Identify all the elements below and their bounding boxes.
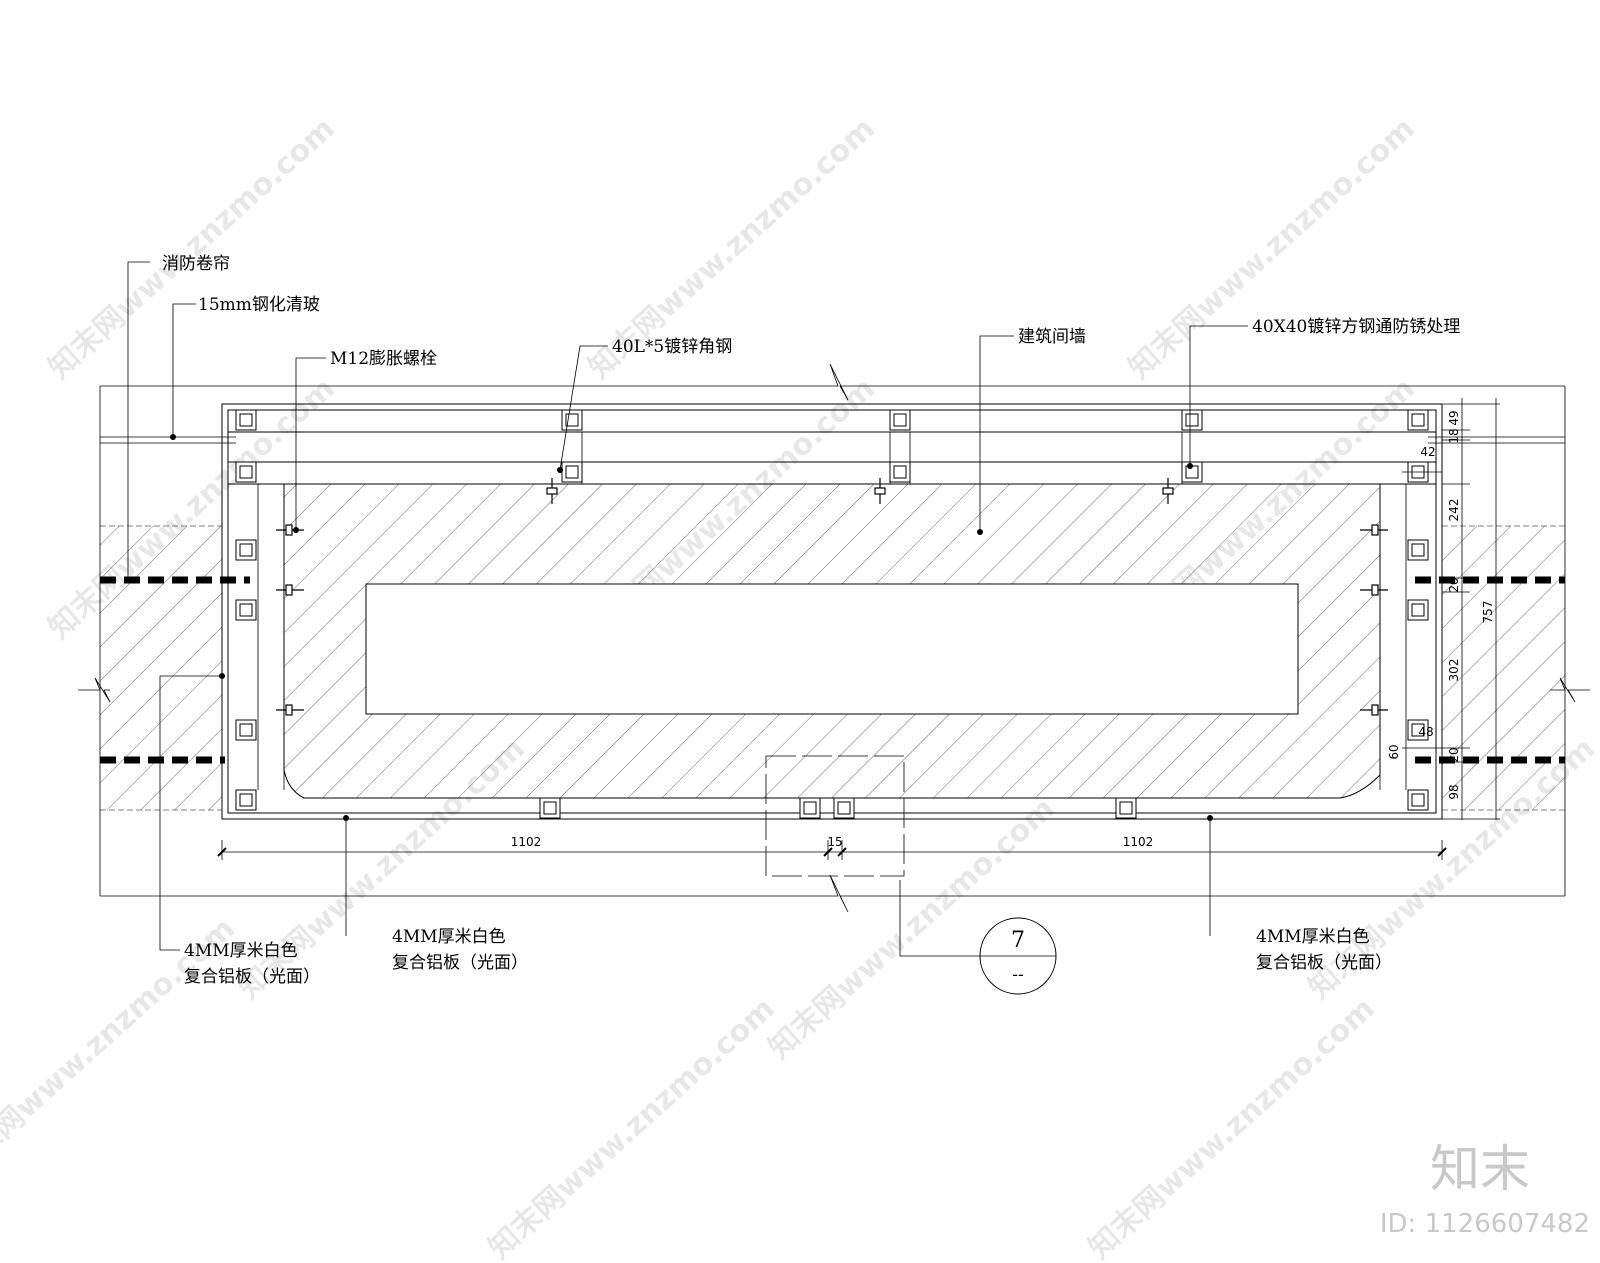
watermark-tile-2: 知末网www.znzmo.com xyxy=(1122,111,1422,386)
watermark-logo: 知末 xyxy=(1430,1140,1530,1198)
watermark-id: ID: 1126607482 xyxy=(1380,1209,1590,1239)
dim-bottom-mid: 15 xyxy=(827,835,842,849)
subframe-posts xyxy=(257,432,1407,790)
watermark-tile-0: 知末网www.znzmo.com xyxy=(42,111,342,386)
label-panel-left-2: 复合铝板（光面） xyxy=(184,967,320,987)
dim-right-757: 757 xyxy=(1481,601,1495,624)
dim-right-242: 242 xyxy=(1447,499,1461,522)
watermark-tile-10: 知末网www.znzmo.com xyxy=(482,991,782,1263)
label-angle-steel: 40L*5镀锌角钢 xyxy=(612,337,732,357)
dim-right-60: 60 xyxy=(1387,744,1401,759)
leader-dots xyxy=(125,434,1213,821)
expansion-bolts xyxy=(276,478,1388,716)
label-panel-right-1: 4MM厚米白色 xyxy=(1256,927,1370,947)
dim-bottom-right: 1102 xyxy=(1123,835,1154,849)
detail-cut-frame xyxy=(765,755,905,877)
bottom-dimension-line xyxy=(217,840,1447,860)
callout-number: 7 xyxy=(1011,928,1025,953)
dim-right-20b: 20 xyxy=(1447,747,1461,762)
leader-lines xyxy=(127,261,1248,957)
dim-bottom-left: 1102 xyxy=(511,835,542,849)
steel-tubes xyxy=(235,409,1429,819)
label-building-wall: 建筑间墙 xyxy=(1018,327,1086,347)
dim-right-302: 302 xyxy=(1447,659,1461,682)
label-panel-right-2: 复合铝板（光面） xyxy=(1256,953,1392,973)
dim-right-49: 49 xyxy=(1447,410,1461,425)
dim-right-42: 42 xyxy=(1420,445,1435,459)
glass-lines xyxy=(100,436,1565,444)
label-tempered-glass: 15mm钢化清玻 xyxy=(198,295,320,315)
callout-sheet: -- xyxy=(1012,965,1024,985)
fire-shutter-lines xyxy=(100,576,1565,764)
building-wall-core xyxy=(283,483,1381,799)
dim-right-98: 98 xyxy=(1447,784,1461,799)
label-fire-shutter: 消防卷帘 xyxy=(162,254,230,274)
label-panel-mid-1: 4MM厚米白色 xyxy=(392,927,506,947)
label-square-steel: 40X40镀锌方钢通防锈处理 xyxy=(1252,317,1460,337)
label-panel-mid-2: 复合铝板（光面） xyxy=(392,953,528,973)
label-panel-left-1: 4MM厚米白色 xyxy=(184,941,298,961)
dim-right-20: 20 xyxy=(1447,577,1461,592)
label-expansion-bolt: M12膨胀螺栓 xyxy=(330,349,437,369)
dim-right-18: 18 xyxy=(1447,428,1461,443)
detail-callout: 7 -- xyxy=(979,917,1057,995)
right-dimension-lines xyxy=(1402,398,1500,820)
dim-right-48: 48 xyxy=(1418,725,1433,739)
watermark-tile-11: 知末网www.znzmo.com xyxy=(1082,991,1382,1263)
